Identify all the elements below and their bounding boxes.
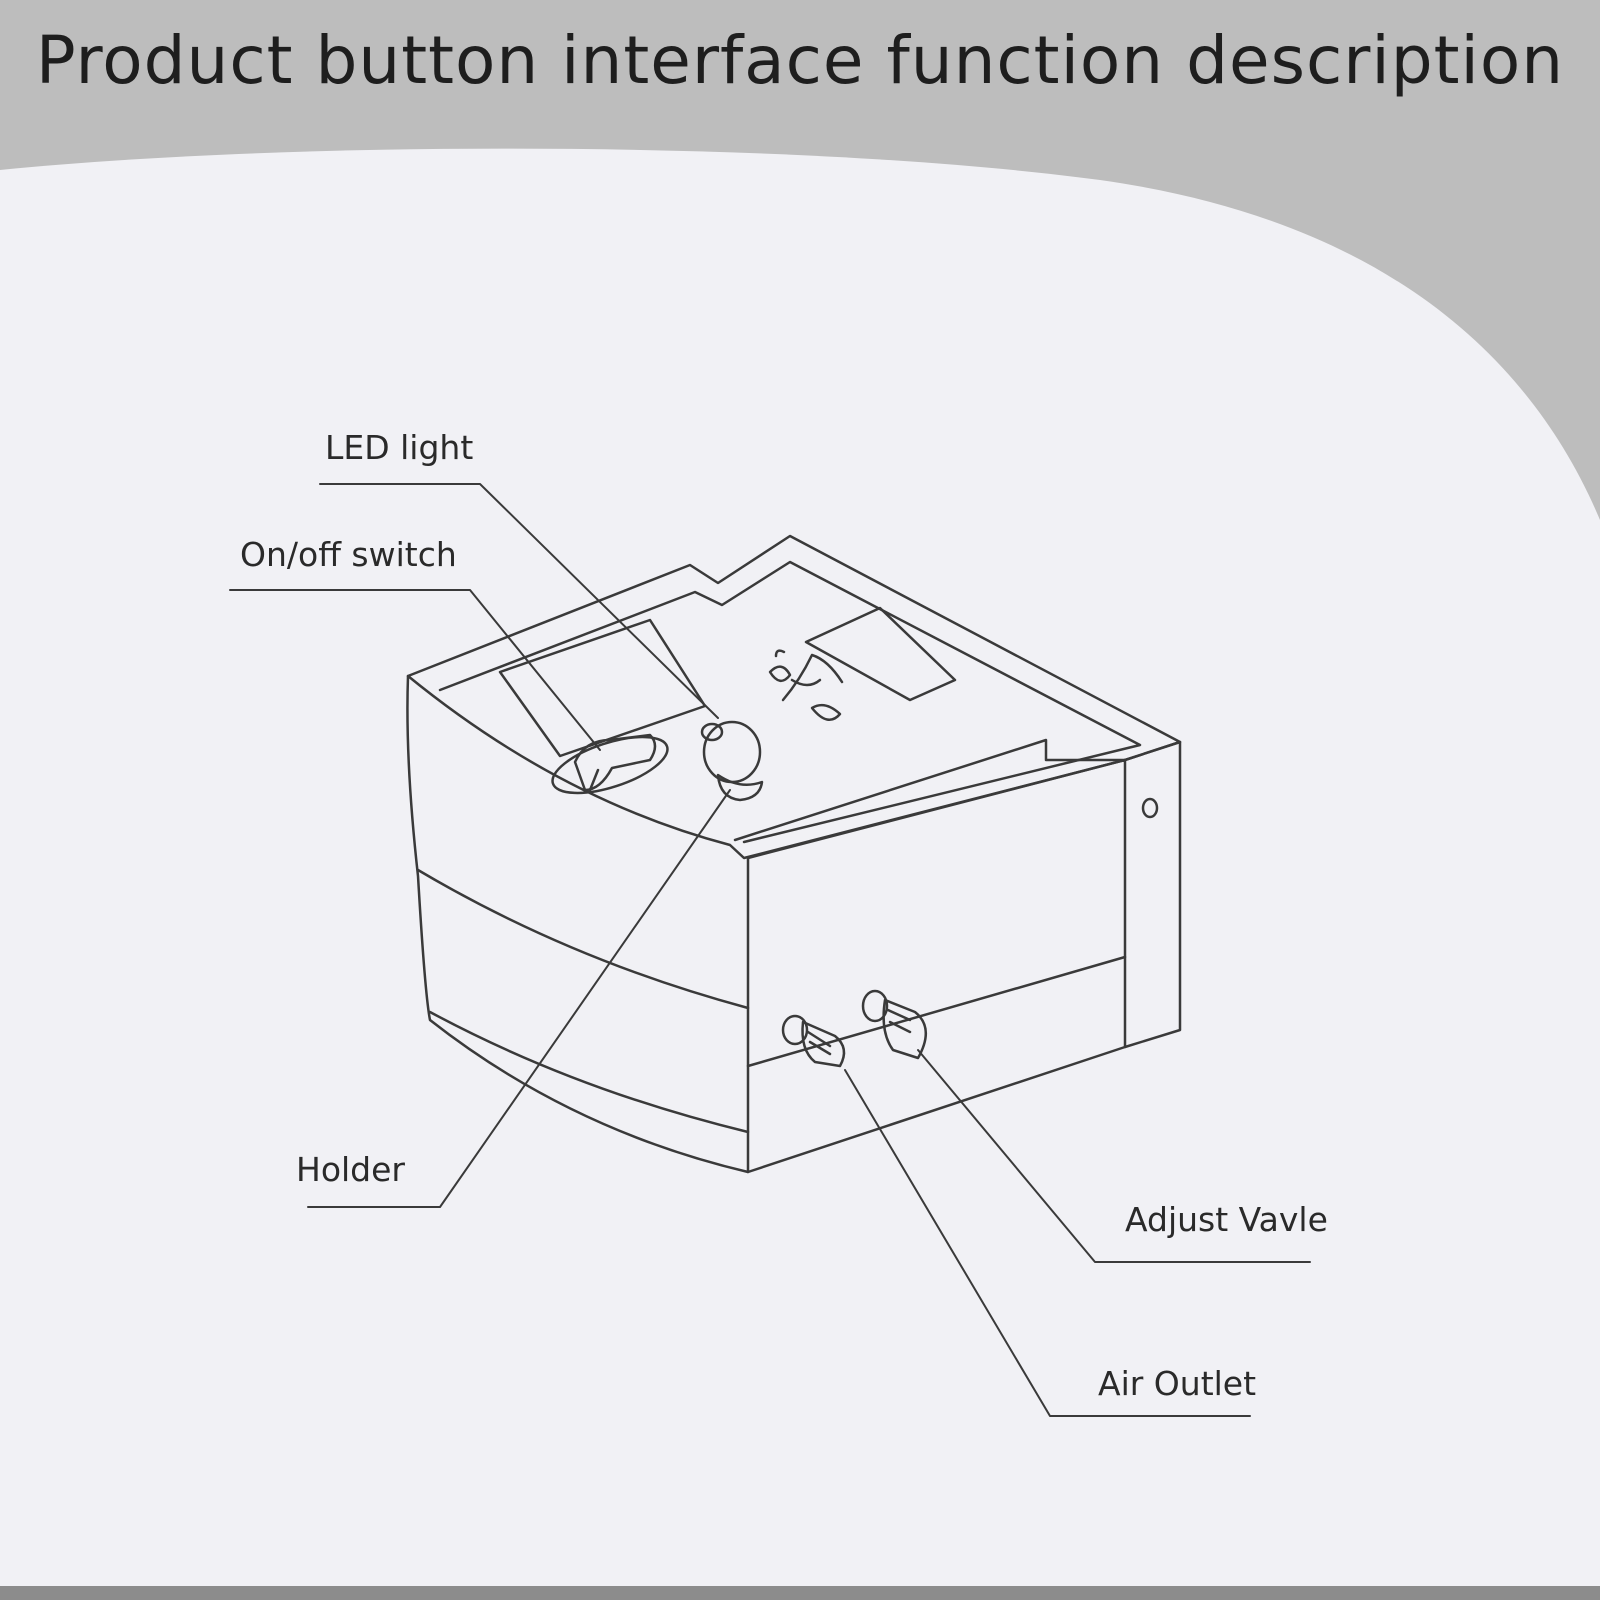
leader-on-off-switch [229, 589, 601, 751]
led-light-graphic [700, 720, 764, 802]
callout-air-outlet: Air Outlet [1098, 1364, 1257, 1403]
adjust-valve-graphic [861, 989, 927, 1060]
leader-holder [307, 789, 731, 1208]
leader-led-light [319, 483, 719, 719]
callout-adjust-valve: Adjust Vavle [1125, 1200, 1328, 1239]
leader-air-outlet [844, 1069, 1251, 1417]
leader-adjust-valve [917, 1049, 1311, 1263]
callout-led-light: LED light [325, 428, 474, 467]
leaf-logo-icon [768, 649, 844, 721]
bottom-edge-strip [0, 1586, 1600, 1600]
leader-lines [229, 483, 1311, 1417]
callout-holder: Holder [296, 1150, 405, 1189]
device-body [406, 534, 1182, 1174]
callout-on-off-switch: On/off switch [240, 535, 457, 574]
page-title: Product button interface function descri… [35, 22, 1565, 99]
on-off-switch-graphic [551, 733, 669, 795]
air-outlet-graphic [781, 1014, 846, 1068]
